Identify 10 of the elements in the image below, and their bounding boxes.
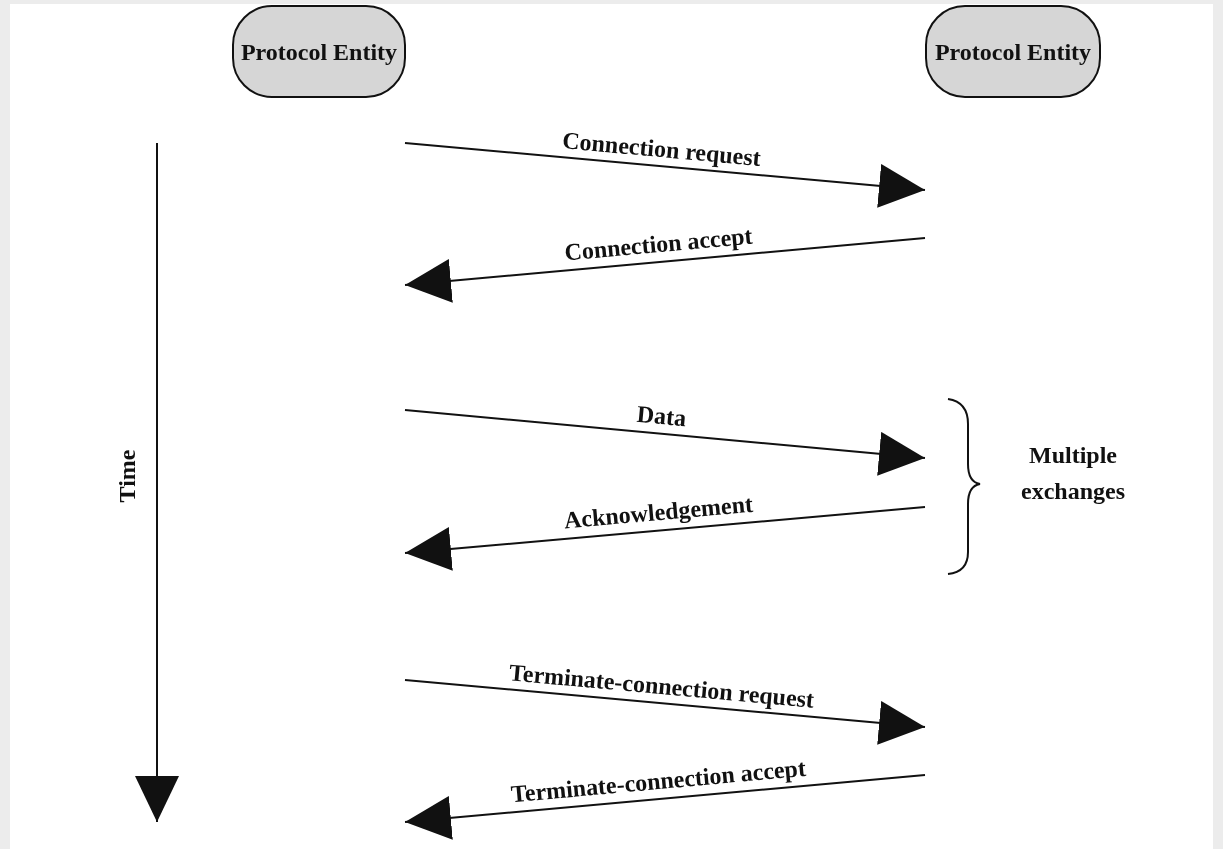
entity-box: Protocol Entity (925, 5, 1101, 98)
message-label: Connection accept (563, 222, 754, 266)
message-label: Connection request (561, 126, 762, 172)
message-label: Terminate-connection request (508, 658, 816, 714)
entity-box: Protocol Entity (232, 5, 406, 98)
axis-label: Time (113, 449, 141, 503)
message-label: Terminate-connection accept (509, 754, 807, 808)
group-label: Multiple exchanges (1020, 441, 1126, 506)
message-label: Acknowledgement (562, 490, 754, 535)
message-label: Data (635, 400, 688, 433)
